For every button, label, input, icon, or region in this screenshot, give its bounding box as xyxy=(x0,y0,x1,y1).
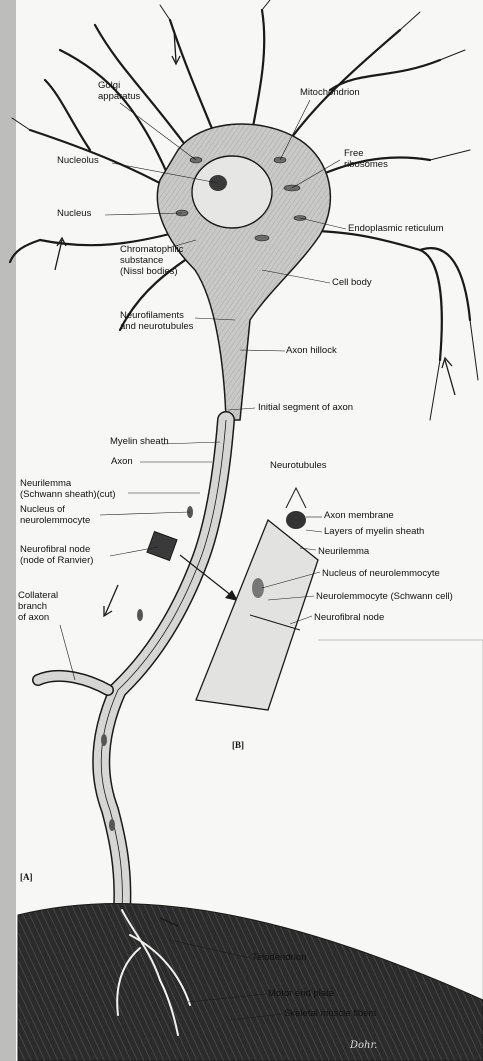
label-cell-body: Cell body xyxy=(332,277,372,288)
label-telodendrion: Telodendrion xyxy=(252,952,306,963)
label-nucleus: Nucleus xyxy=(57,208,91,219)
label-neurilemma: Neurilemma xyxy=(318,546,369,557)
skeletal-muscle xyxy=(18,903,483,1061)
label-nucleus-of-neurolemmocyte: Nucleus of neurolemmocyte xyxy=(20,504,90,526)
label-golgi: Golgi apparatus xyxy=(98,80,140,102)
label-neurofilaments: Neurofilaments and neurotubules xyxy=(120,310,193,332)
label-skeletal-muscle-fibers: Skeletal muscle fibers xyxy=(284,1008,376,1019)
artist-signature: Dohr. xyxy=(350,1040,377,1051)
label-free-ribosomes: Free ribosomes xyxy=(344,148,388,170)
label-collateral-branch: Collateral branch of axon xyxy=(18,590,58,623)
label-neurilemma-cut: Neurilemma (Schwann sheath)(cut) xyxy=(20,478,116,500)
label-layers-of-myelin: Layers of myelin sheath xyxy=(324,526,424,537)
label-axon: Axon xyxy=(111,456,133,467)
label-myelin-sheath: Myelin sheath xyxy=(110,436,169,447)
label-neurofibral-node: Neurofibral node xyxy=(314,612,384,623)
label-neurotubules: Neurotubules xyxy=(270,460,327,471)
label-axon-membrane: Axon membrane xyxy=(324,510,394,521)
label-mitochondrion: Mitochondrion xyxy=(300,87,360,98)
label-axon-hillock: Axon hillock xyxy=(286,345,337,356)
label-nucleolus: Nucleolus xyxy=(57,155,99,166)
label-node-of-ranvier: Neurofibral node (node of Ranvier) xyxy=(20,544,93,566)
label-nucleus-of-neurolemmocyte-b: Nucleus of neurolemmocyte xyxy=(322,568,440,579)
label-schwann-cell: Neurolemmocyte (Schwann cell) xyxy=(316,591,453,602)
nucleus-shape xyxy=(192,156,272,228)
panel-b-label: [B] xyxy=(232,740,244,750)
page-shadow xyxy=(0,0,16,1061)
panel-a-label: [A] xyxy=(20,872,33,882)
label-motor-end-plate: Motor end plate xyxy=(268,988,334,999)
label-chromatophilic-substance: Chromatophilic substance (Nissl bodies) xyxy=(120,244,183,277)
label-initial-segment: Initial segment of axon xyxy=(258,402,353,413)
label-endoplasmic-reticulum: Endoplasmic reticulum xyxy=(348,223,444,234)
